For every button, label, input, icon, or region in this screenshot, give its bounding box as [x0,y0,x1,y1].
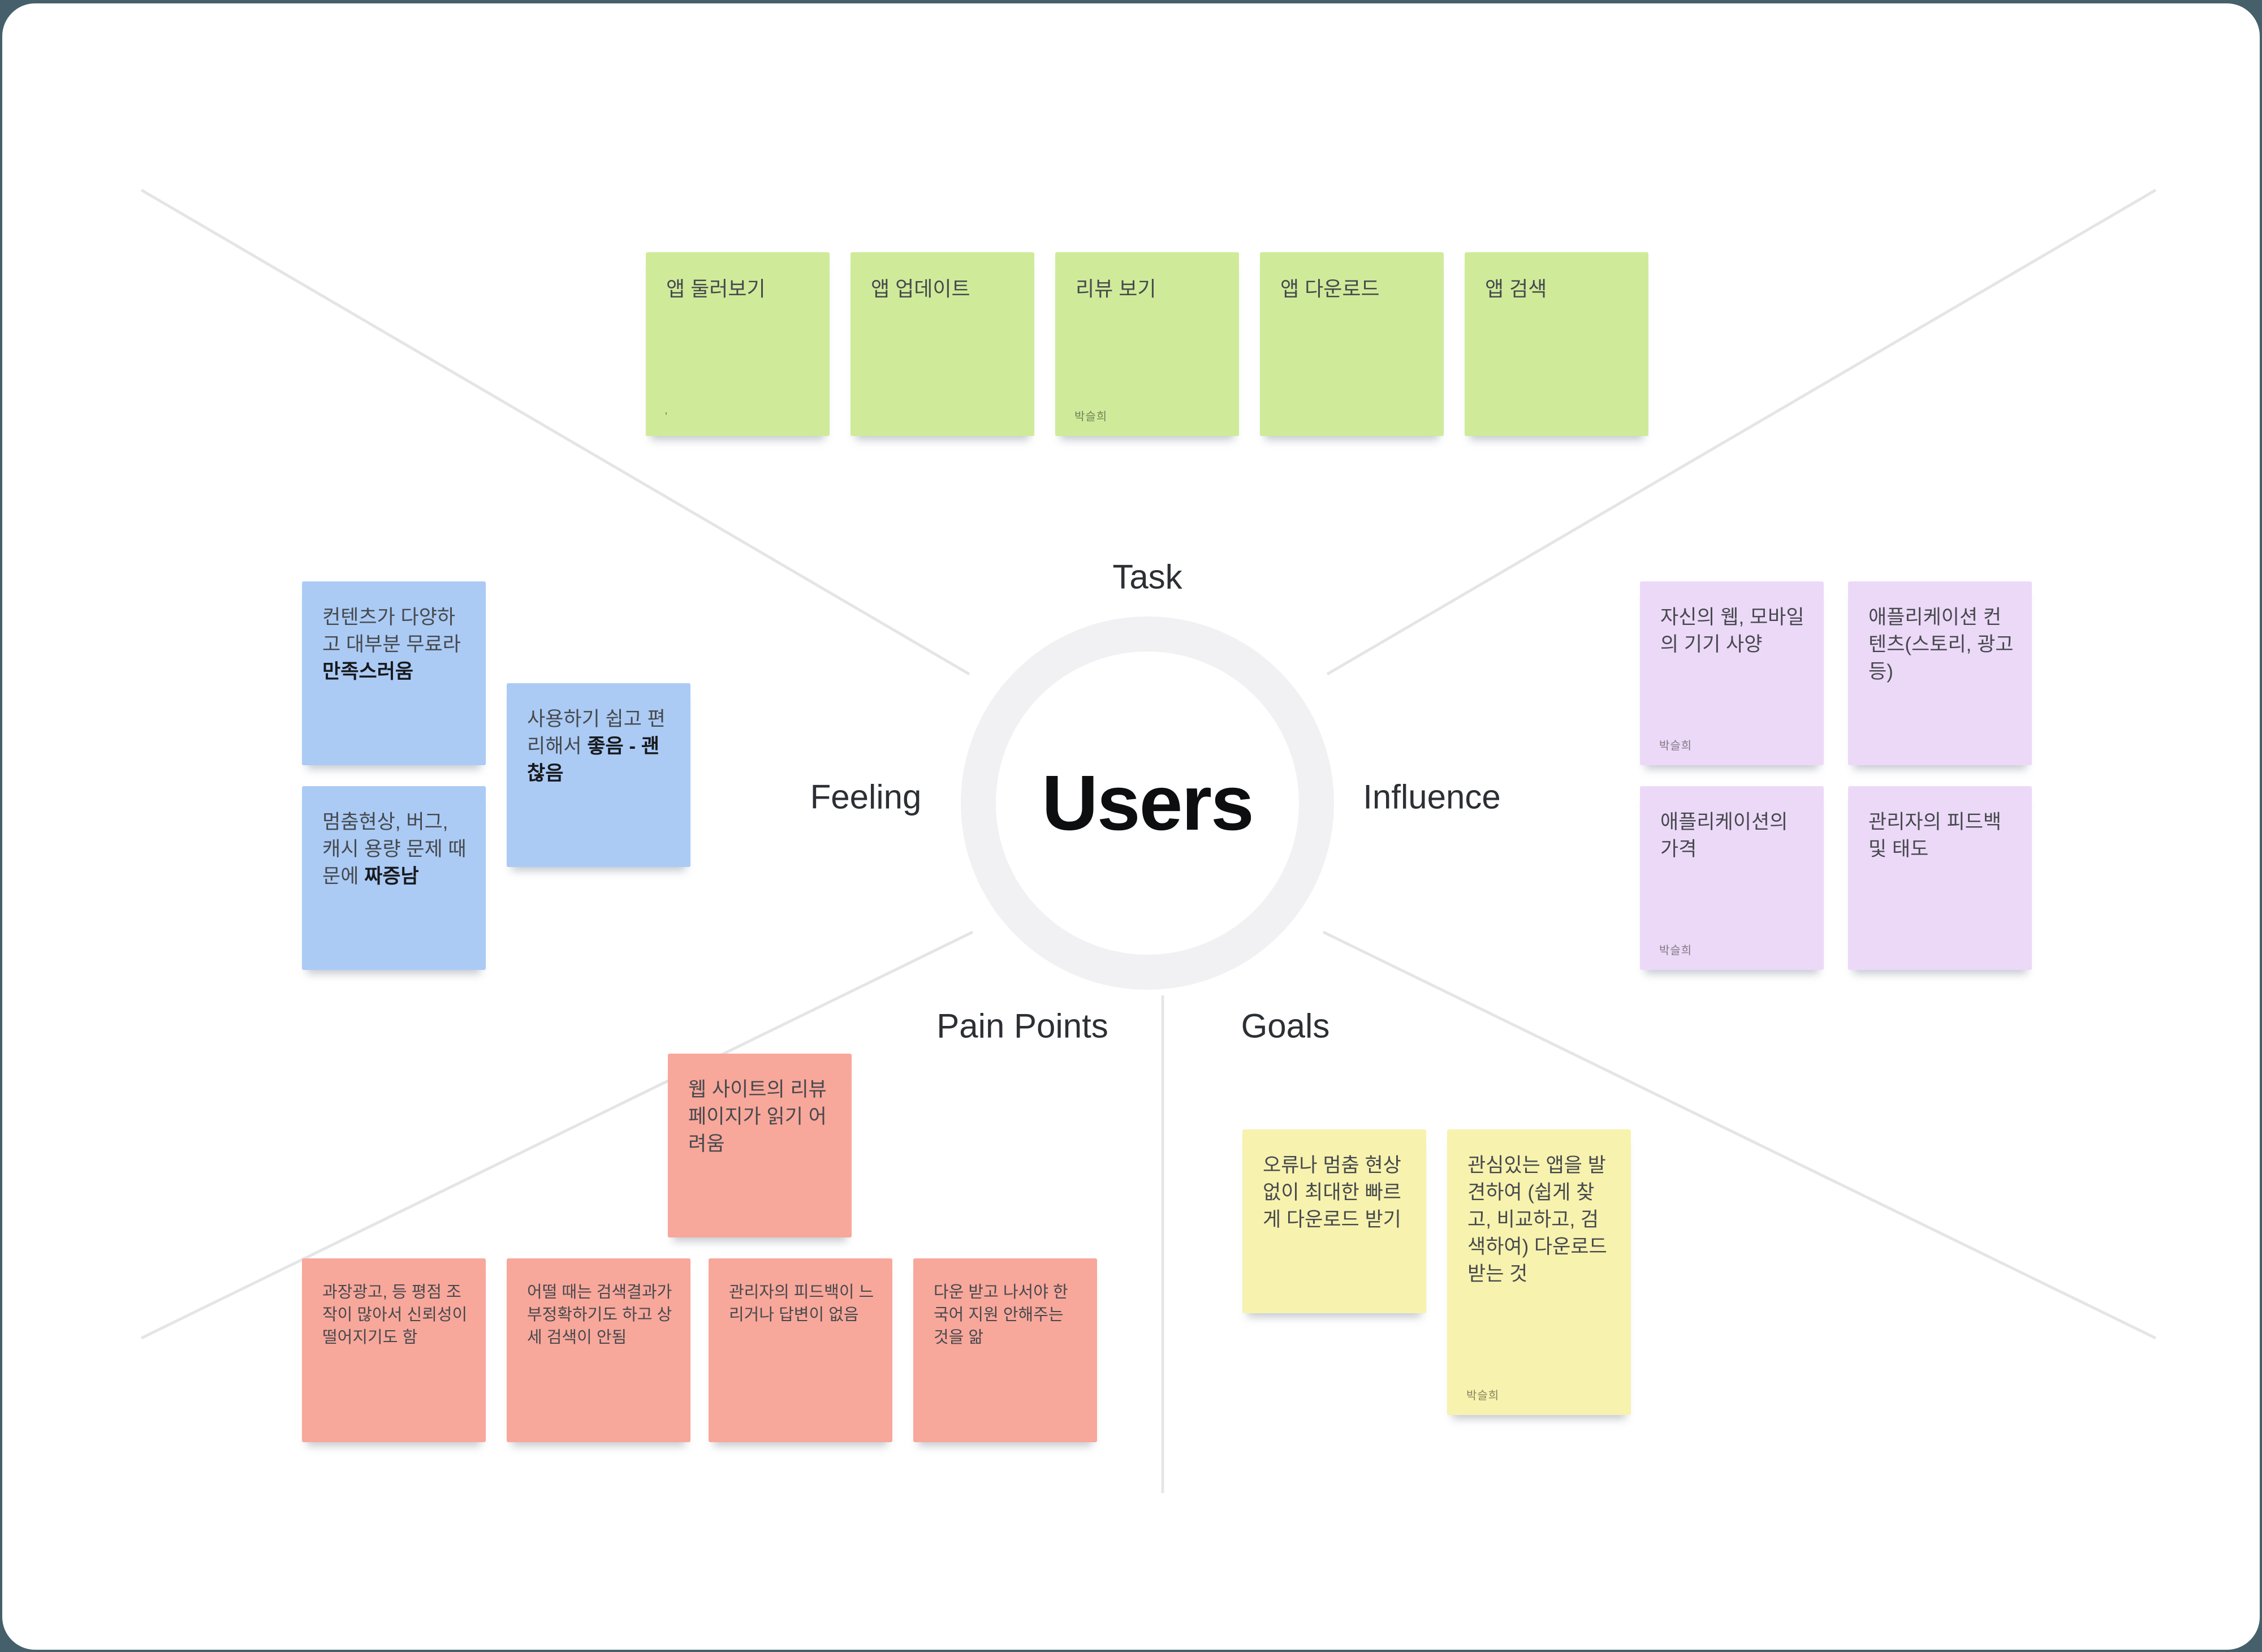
sticky-note-text: 앱 검색 [1485,277,1547,300]
section-divider-lines [140,188,2157,1493]
sticky-note-feeling[interactable]: 사용하기 쉽고 편리해서 좋음 - 괜찮음 [507,683,690,867]
sticky-note-task[interactable]: 앱 업데이트 [851,252,1034,436]
sticky-note-text: 관심있는 앱을 발견하여 (쉽게 찾고, 비교하고, 검색하여) 다운로드 받는… [1467,1154,1607,1285]
sticky-note-text: 과장광고, 등 평점 조작이 많아서 신뢰성이 떨어지기도 함 [322,1283,468,1347]
note-author: ' [665,411,668,423]
note-author: 박슬희 [1466,1390,1500,1402]
sticky-note-task[interactable]: 앱 둘러보기 ' [646,252,830,436]
section-label-pain-points[interactable]: Pain Points [936,1007,1108,1045]
users-title: Users [1042,759,1254,847]
sticky-note-text: 앱 둘러보기 [666,277,766,300]
sticky-note-pain[interactable]: 관리자의 피드백이 느리거나 답변이 없음 [709,1258,892,1442]
sticky-note-goals[interactable]: 관심있는 앱을 발견하여 (쉽게 찾고, 비교하고, 검색하여) 다운로드 받는… [1447,1129,1631,1415]
sticky-note-text: 웹 사이트의 리뷰 페이지가 읽기 어려움 [688,1079,827,1155]
sticky-note-pain[interactable]: 과장광고, 등 평점 조작이 많아서 신뢰성이 떨어지기도 함 [302,1258,486,1442]
sticky-note-text: 자신의 웹, 모바일의 기기 사양 [1660,606,1805,655]
sticky-note-text: 앱 업데이트 [871,277,970,300]
users-center-circle[interactable]: Users [961,616,1334,990]
sticky-note-text: 애플리케이션의 가격 [1660,811,1788,860]
sticky-note-task[interactable]: 앱 다운로드 [1260,252,1444,436]
sticky-note-text: 오류나 멈춤 현상 없이 최대한 빠르게 다운로드 받기 [1263,1154,1401,1231]
note-author: 박슬희 [1659,740,1693,752]
sticky-note-text: 리뷰 보기 [1076,277,1156,300]
note-author: 박슬희 [1659,944,1693,957]
sticky-note-text: 다운 받고 나서야 한국어 지원 안해주는 것을 앎 [934,1283,1068,1347]
section-label-feeling[interactable]: Feeling [810,778,922,816]
sticky-note-text: 컨텐츠가 다양하고 대부분 무료라 만족스러움 [322,606,461,683]
sticky-note-feeling[interactable]: 멈춤현상, 버그, 캐시 용량 문제 때문에 짜증남 [302,786,486,970]
sticky-note-task[interactable]: 앱 검색 [1465,252,1648,436]
sticky-note-pain[interactable]: 어떨 때는 검색결과가 부정확하기도 하고 상세 검색이 안됨 [507,1258,690,1442]
sticky-note-pain[interactable]: 웹 사이트의 리뷰 페이지가 읽기 어려움 [668,1054,852,1237]
sticky-note-text: 어떨 때는 검색결과가 부정확하기도 하고 상세 검색이 안됨 [527,1283,672,1347]
sticky-note-pain[interactable]: 다운 받고 나서야 한국어 지원 안해주는 것을 앎 [913,1258,1097,1442]
sticky-note-influence[interactable]: 관리자의 피드백 및 태도 [1848,786,2032,970]
note-author: 박슬희 [1074,411,1108,423]
sticky-note-text: 앱 다운로드 [1280,277,1380,300]
sticky-note-feeling[interactable]: 컨텐츠가 다양하고 대부분 무료라 만족스러움 [302,581,486,765]
sticky-note-text: 관리자의 피드백이 느리거나 답변이 없음 [729,1283,874,1324]
sticky-note-influence[interactable]: 애플리케이션 컨텐츠(스토리, 광고 등) [1848,581,2032,765]
section-label-influence[interactable]: Influence [1363,778,1501,816]
sticky-note-text: 사용하기 쉽고 편리해서 좋음 - 괜찮음 [527,708,666,784]
section-label-task[interactable]: Task [1112,558,1182,596]
sticky-note-text: 멈춤현상, 버그, 캐시 용량 문제 때문에 짜증남 [322,811,467,887]
whiteboard-canvas[interactable]: Task Feeling Influence Pain Points Goals… [2,3,2260,1650]
sticky-note-goals[interactable]: 오류나 멈춤 현상 없이 최대한 빠르게 다운로드 받기 [1242,1129,1426,1313]
sticky-note-text: 애플리케이션 컨텐츠(스토리, 광고 등) [1868,606,2014,683]
section-label-goals[interactable]: Goals [1241,1007,1330,1045]
sticky-note-text: 관리자의 피드백 및 태도 [1868,811,2002,860]
